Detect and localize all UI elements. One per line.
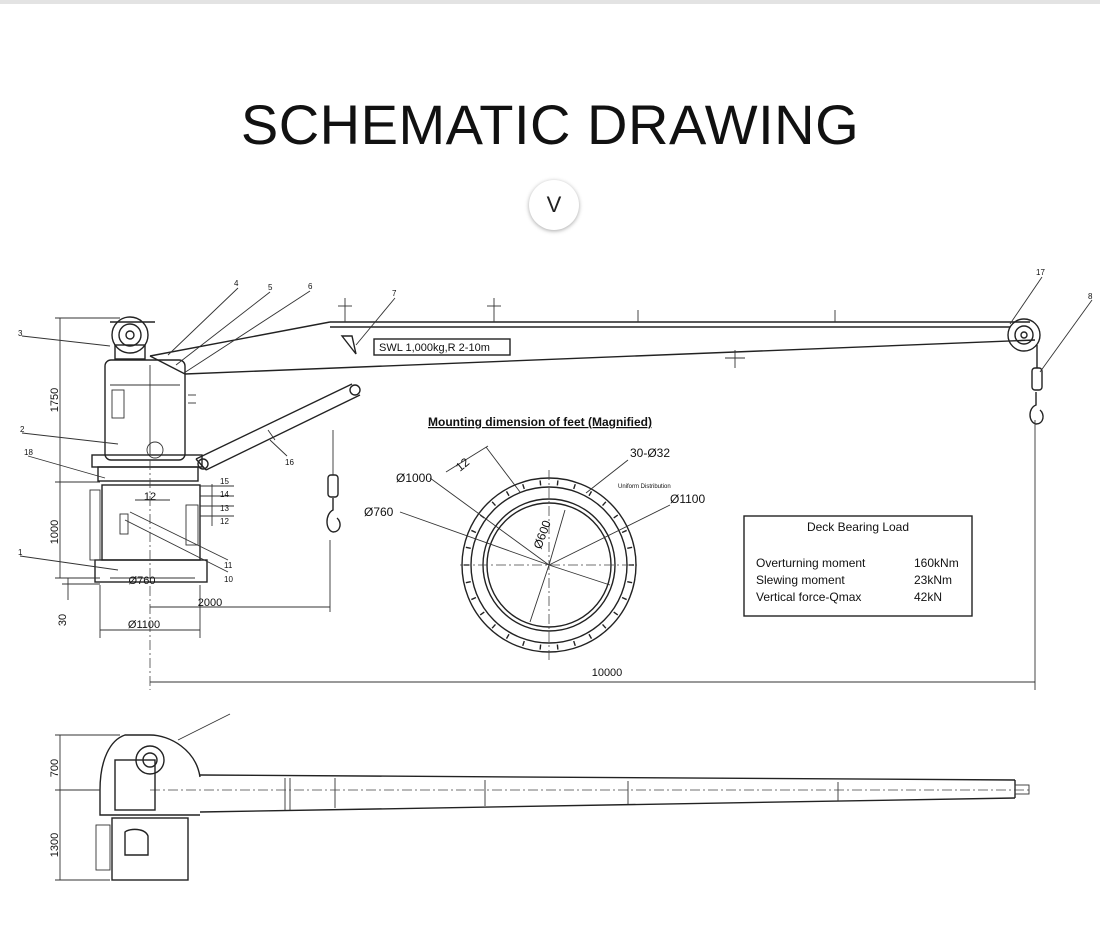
- part-15: 15: [220, 477, 229, 486]
- mounting-detail: Mounting dimension of feet (Magnified) Ø…: [364, 415, 705, 660]
- pedestal: [89, 460, 208, 690]
- bolt-hole: [602, 623, 607, 629]
- page-title: SCHEMATIC DRAWING: [240, 93, 860, 156]
- bolt-hole: [491, 501, 496, 507]
- part-number-leaders: [19, 276, 1093, 573]
- swl-label: SWL 1,000kg,R 2-10m: [379, 342, 490, 354]
- plan-dim-top: 700: [49, 759, 61, 777]
- dim-base-dia: Ø1100: [128, 619, 160, 631]
- bolt-hole: [613, 611, 619, 616]
- dim-base: 30: [57, 614, 69, 626]
- deck-load-table: Deck Bearing Load Overturning moment 160…: [743, 515, 973, 617]
- bolt-hole: [539, 644, 542, 650]
- deck-load-label-2: Vertical force-Qmax: [756, 590, 861, 604]
- mounting-dia-760: Ø760: [364, 505, 394, 519]
- bolt-hole: [522, 640, 525, 647]
- plan-view: 700 1300: [49, 713, 1030, 881]
- deck-load-value-1: 23kNm: [914, 573, 952, 587]
- mounting-distribution: Uniform Distribution: [618, 484, 671, 490]
- bolt-hole: [573, 640, 576, 647]
- hook-intermediate: [326, 430, 341, 533]
- mounting-dia-600: Ø600: [531, 518, 554, 551]
- bolt-hole: [465, 546, 471, 550]
- bolt-hole: [573, 483, 576, 490]
- part-2: 2: [20, 425, 25, 434]
- bolt-hole: [621, 596, 627, 601]
- bolt-hole: [588, 633, 593, 639]
- top-divider: [0, 0, 1100, 4]
- luffing-cylinder: [195, 383, 361, 471]
- bolt-hole: [556, 644, 559, 650]
- part-17: 17: [1036, 268, 1045, 277]
- bolt-hole: [491, 623, 496, 629]
- part-4: 4: [234, 279, 239, 288]
- dim-pedestal-dia: Ø760: [129, 575, 156, 587]
- deck-load-title: Deck Bearing Load: [807, 520, 909, 534]
- boom-tip-sheave: [1007, 318, 1044, 425]
- bolt-hole: [539, 480, 542, 486]
- part-10: 10: [224, 575, 233, 584]
- part-5: 5: [268, 283, 273, 292]
- plan-dim-bottom: 1300: [49, 833, 61, 857]
- part-8: 8: [1088, 292, 1093, 301]
- mounting-dia-1100: Ø1100: [670, 492, 705, 506]
- boom: [149, 298, 1036, 375]
- part-6: 6: [308, 282, 313, 291]
- elevation-view: 3 4 5 6 7 8 17 2 18 1 10 11 12 13 14 15 …: [18, 268, 1093, 690]
- bolt-hole: [588, 491, 593, 497]
- swl-label-box: [373, 338, 511, 356]
- dim-reach: 10000: [592, 667, 623, 679]
- part-11: 11: [224, 561, 233, 570]
- bolt-hole: [627, 580, 633, 584]
- deck-load-value-0: 160kNm: [914, 556, 959, 570]
- bolt-hole: [556, 480, 559, 486]
- mounting-dia-1000: Ø1000: [396, 471, 432, 485]
- dim-pedestal: 1000: [49, 520, 61, 544]
- bolt-hole: [627, 546, 633, 550]
- dim-height: 1750: [49, 388, 61, 412]
- scroll-down-button[interactable]: V: [529, 180, 579, 230]
- part-14: 14: [220, 490, 229, 499]
- mounting-bolts: 30-Ø32: [630, 446, 670, 460]
- dim-offset: 2000: [198, 597, 222, 609]
- bolt-hole: [602, 501, 607, 507]
- bolt-hole: [465, 580, 471, 584]
- part-12: 12: [220, 517, 229, 526]
- bolt-hole: [613, 514, 619, 519]
- mounting-title: Mounting dimension of feet (Magnified): [428, 415, 652, 429]
- part-3: 3: [18, 329, 23, 338]
- part-16: 16: [285, 458, 294, 467]
- schematic-drawing: 3 4 5 6 7 8 17 2 18 1 10 11 12 13 14 15 …: [18, 268, 1093, 881]
- bolt-hole: [505, 491, 510, 497]
- bolt-hole: [479, 611, 485, 616]
- dim-small: 12: [144, 491, 156, 503]
- part-1: 1: [18, 548, 23, 557]
- bolt-hole: [471, 596, 477, 601]
- part-13: 13: [220, 504, 229, 513]
- deck-load-label-0: Overturning moment: [756, 556, 866, 570]
- winch-drum: [110, 316, 155, 360]
- bolt-hole: [522, 483, 525, 490]
- crane-housing: [91, 359, 203, 482]
- deck-load-value-2: 42kN: [914, 590, 942, 604]
- part-7: 7: [392, 289, 397, 298]
- part-numbers: 3 4 5 6 7 8 17 2 18 1 10 11 12 13 14 15 …: [18, 268, 1093, 584]
- bolt-hole: [505, 633, 510, 639]
- part-18: 18: [24, 448, 33, 457]
- bolt-hole: [621, 529, 627, 534]
- bolt-hole: [471, 529, 477, 534]
- dimension-lines: [55, 317, 1036, 690]
- deck-load-label-1: Slewing moment: [756, 573, 845, 587]
